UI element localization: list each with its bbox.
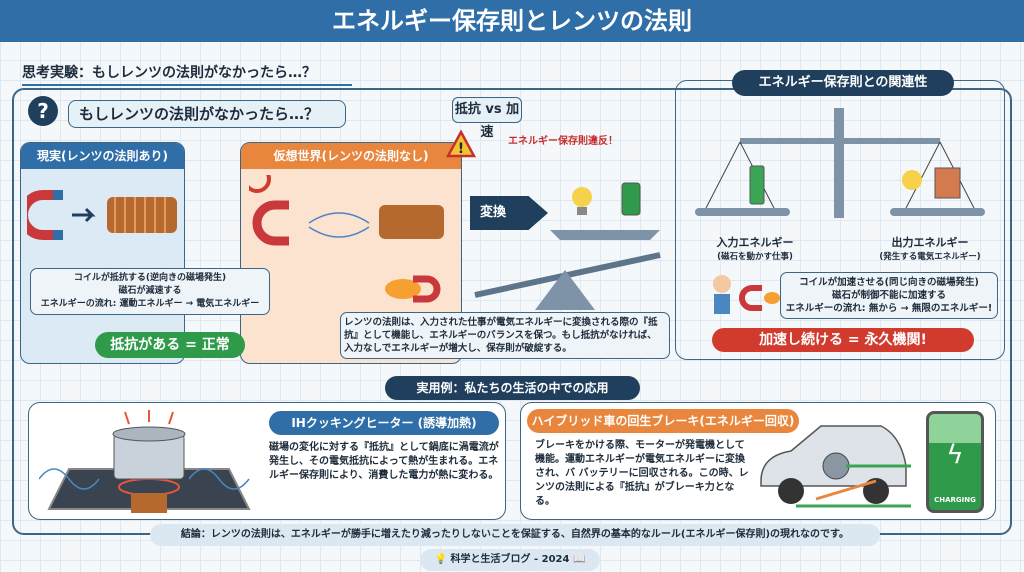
ih-description: 磁場の変化に対する『抵抗』として鍋底に渦電流が発生し、その電気抵抗によって熱が生… [269, 442, 499, 481]
violation-label: エネルギー保存則違反！ [508, 136, 618, 147]
battery-icon: ϟ CHARGING [926, 411, 984, 513]
balance-scale-illustration [695, 108, 985, 218]
virtual-world-title: 仮想世界(レンツの法則なし) [241, 143, 461, 169]
hybrid-car-illustration [760, 425, 911, 508]
svg-text:!: ! [458, 141, 464, 157]
real-note: コイルが抵抗する(逆向きの磁場発生) 磁石が減速する エネルギーの流れ: 運動エ… [30, 268, 270, 315]
output-energy-label: 出力エネルギー (発生する電気エネルギー) [865, 234, 995, 262]
ih-card: IHクッキングヒーター (誘導加熱) 磁場の変化に対する『抵抗』として鍋底に渦電… [28, 402, 506, 520]
output-energy-title: 出力エネルギー [891, 236, 969, 249]
input-energy-sub: (磁石を動かす仕事) [717, 252, 793, 262]
magnet-coil-illustration [27, 190, 177, 240]
input-energy-label: 入力エネルギー (磁石を動かす仕事) [700, 234, 810, 262]
seesaw-scale-illustration [474, 182, 661, 310]
lenz-explanation: レンツの法則は、入力された仕事が電気エネルギーに変換される際の『抵抗』として機能… [340, 312, 670, 359]
question-icon: ? [28, 96, 58, 126]
resistance-vs-acceleration-label: 抵抗 vs 加速 [452, 97, 522, 140]
thought-section-title: 思考実験：もしレンツの法則がなかったら…？ [22, 62, 352, 86]
hybrid-card: ハイブリッド車の回生ブレーキ(エネルギー回収) ブレーキをかける際、モーターが発… [520, 402, 996, 520]
real-note-line1: コイルが抵抗する(逆向きの磁場発生) [73, 273, 227, 283]
question-bubble: もしレンツの法則がなかったら…？ [68, 100, 346, 128]
perpetual-motion-badge: 加速し続ける = 永久機関! [712, 328, 974, 352]
lightning-icon: ϟ [946, 440, 964, 470]
ih-title: IHクッキングヒーター (誘導加熱) [269, 411, 499, 435]
output-energy-sub: (発生する電気エネルギー) [879, 252, 981, 262]
real-energy-flow: エネルギーの流れ: 運動エネルギー → 電気エネルギー [40, 299, 260, 309]
real-verdict-badge: 抵抗がある = 正常 [95, 332, 245, 358]
real-world-title: 現実(レンツの法則あり) [21, 143, 184, 169]
footer-text: 科学と生活ブログ - 2024 [450, 554, 570, 565]
practical-section-title: 実用例：私たちの生活の中での応用 [385, 376, 640, 400]
hybrid-description: ブレーキをかける際、モーターが発電機として機能。運動エネルギーが電気エネルギーに… [535, 440, 749, 507]
relation-note: コイルが加速させる(同じ向きの磁場発生) 磁石が制御不能に加速する エネルギーの… [780, 272, 998, 319]
relation-note-line1: コイルが加速させる(同じ向きの磁場発生) [799, 277, 979, 288]
real-world-panel: 現実(レンツの法則あり) [20, 142, 185, 364]
relation-title: エネルギー保存則との関連性 [732, 70, 954, 96]
bulb-icon: 💡 [434, 554, 448, 565]
ih-cooktop-illustration [39, 410, 251, 513]
page-title: エネルギー保存則とレンツの法則 [0, 0, 1024, 42]
input-energy-title: 入力エネルギー [716, 236, 794, 249]
relation-note-line2: 磁石が制御不能に加速する [831, 290, 946, 301]
boy-with-magnet-illustration [713, 275, 780, 314]
warning-icon: ! [446, 130, 476, 158]
convert-arrow: 変換 [470, 196, 548, 230]
hybrid-title: ハイブリッド車の回生ブレーキ(エネルギー回収) [527, 409, 799, 433]
book-icon: 📖 [572, 554, 586, 565]
footer-credit: 💡 科学と生活ブログ - 2024 📖 [420, 549, 600, 571]
flaming-magnet-illustration [385, 275, 441, 303]
real-note-line2: 磁石が減速する [118, 286, 182, 296]
conclusion: 結論：レンツの法則は、エネルギーが勝手に増えたり減ったりしないことを保証する、自… [150, 524, 880, 546]
relation-energy-flow: エネルギーの流れ: 無から → 無限のエネルギー! [785, 303, 993, 314]
accelerating-magnet-illustration [249, 175, 444, 246]
charging-label: CHARGING [934, 496, 976, 504]
